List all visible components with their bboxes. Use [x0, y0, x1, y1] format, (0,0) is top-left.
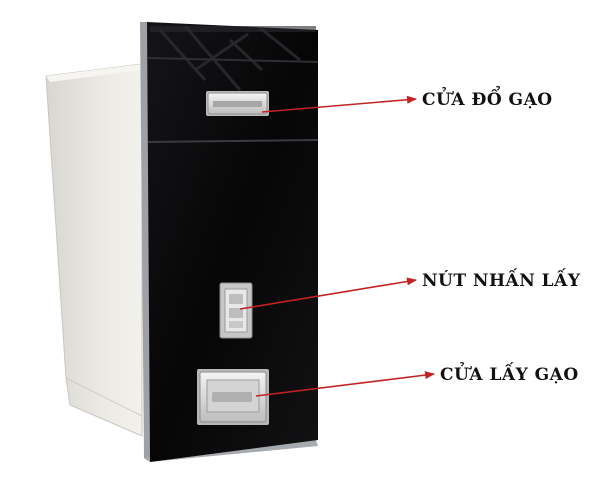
callout-arrow-pour-door	[261, 95, 417, 113]
push-button-panel	[219, 282, 253, 339]
cabinet-side-panel	[45, 63, 143, 437]
dispense-door-handle	[197, 369, 269, 425]
callout-arrow-push-button	[239, 277, 417, 310]
callout-arrows	[239, 95, 435, 397]
top-door-seam	[147, 57, 319, 143]
callout-label-pour-door: CỬA ĐỔ GẠO	[422, 90, 553, 110]
top-pour-door-handle	[206, 91, 269, 116]
glass-front-panel	[147, 22, 318, 462]
callout-arrow-dispense-door	[255, 371, 435, 397]
glass-reflection	[158, 25, 301, 91]
callout-label-dispense-door: CỬA LẤY GẠO	[440, 365, 579, 385]
callout-label-push-button: NÚT NHẤN LẤY	[422, 271, 581, 291]
